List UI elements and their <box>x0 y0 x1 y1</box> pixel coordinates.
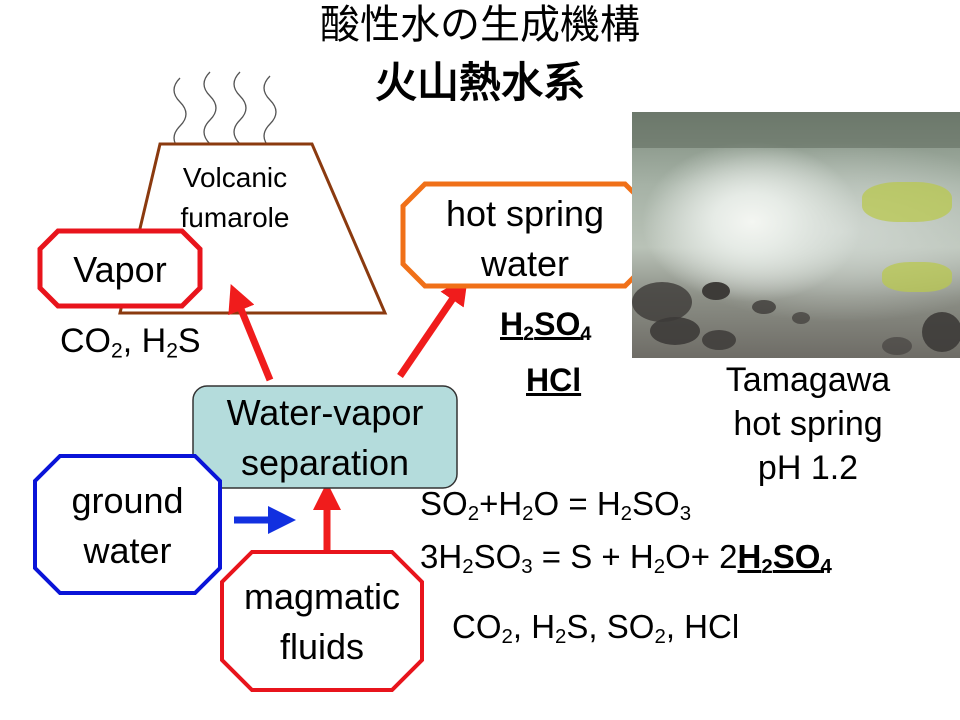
tamagawa-photo <box>632 112 960 358</box>
equation-2: 3H2SO3 = S + H2O+ 2H2SO4 <box>420 538 832 579</box>
vapor-gases: CO2, H2S <box>60 322 201 363</box>
magmatic-box <box>220 550 424 692</box>
separation-label: Water-vapor separation <box>226 392 424 483</box>
page-title: 酸性水の生成機構 <box>320 2 640 48</box>
acid-hcl: HCl <box>526 362 582 398</box>
steam-wisps-icon <box>173 71 277 151</box>
ground-water-label: ground water <box>71 480 184 571</box>
hot-spring-label: hot spring water <box>445 193 605 284</box>
arrow-separation-to-vapor <box>228 284 274 382</box>
vapor-label: Vapor <box>73 249 167 290</box>
equation-1: SO2+H2O = H2SO3 <box>420 485 692 526</box>
volcano-label: Volcanic fumarole <box>180 162 290 233</box>
page-subtitle: 火山熱水系 <box>374 58 585 107</box>
photo-caption: Tamagawa hot spring pH 1.2 <box>725 361 891 487</box>
vapor-box <box>37 228 203 309</box>
acid-h2so4: H2SO4 <box>500 306 592 345</box>
magmatic-gases: CO2, H2S, SO2, HCl <box>452 608 740 649</box>
ground-water-box <box>33 454 222 595</box>
magmatic-label: magmatic fluids <box>243 576 401 667</box>
arrow-separation-to-hot-spring <box>397 276 468 378</box>
separation-box <box>192 385 458 489</box>
